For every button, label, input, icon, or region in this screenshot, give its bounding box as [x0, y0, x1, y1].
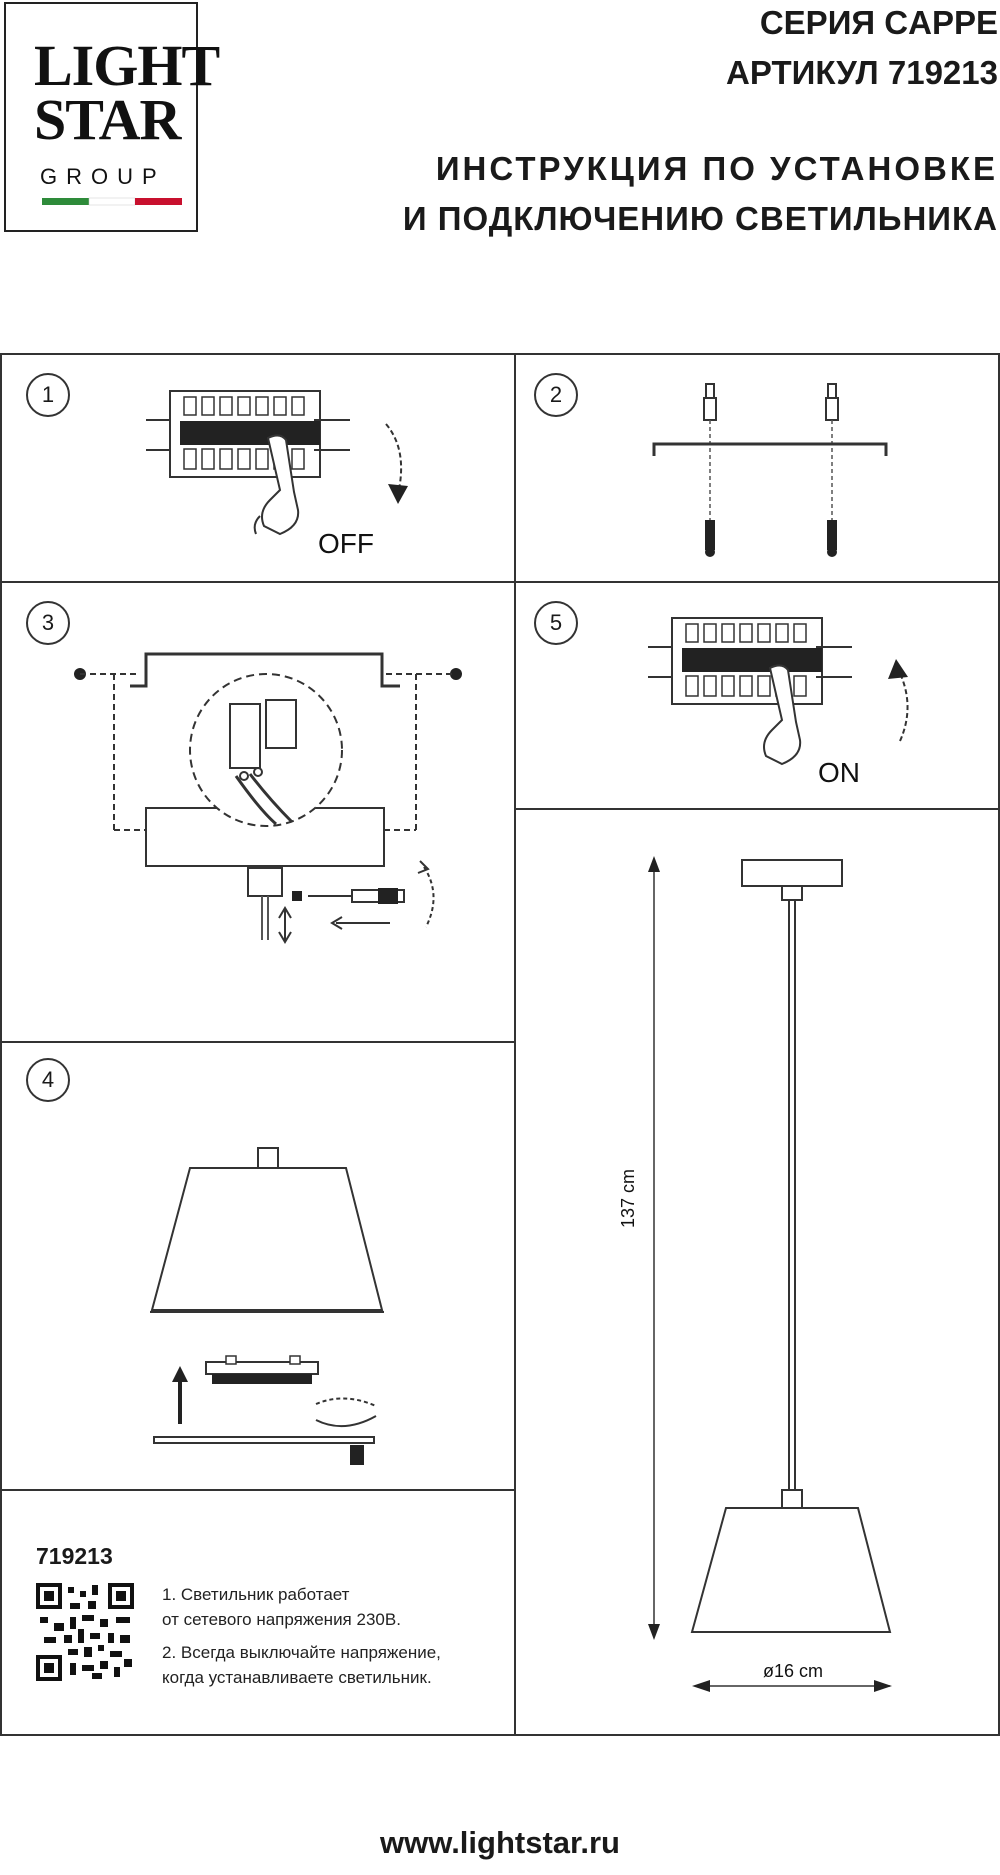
series-title: СЕРИЯ CAPPE [759, 4, 998, 41]
logo-word-light: LIGHT [34, 33, 220, 98]
wiring-diagram [74, 652, 462, 944]
on-label: ON [818, 757, 860, 788]
article-number: АРТИКУЛ 719213 [726, 54, 998, 91]
note-line-2: от сетевого напряжения 230В. [162, 1610, 401, 1629]
rotate-up-arrow-icon [888, 659, 909, 742]
lampshade-assembly-diagram [150, 1147, 384, 1428]
step-number-4: 4 [26, 1058, 70, 1102]
step-number-1: 1 [26, 373, 70, 417]
panel-dimensions [514, 808, 1000, 1736]
italian-flag-stripe [42, 197, 182, 206]
off-label: OFF [318, 528, 374, 559]
qr-code [36, 1583, 134, 1681]
height-dimension-label: 137 cm [618, 1168, 638, 1228]
step-number-2: 2 [534, 373, 578, 417]
note-line-1: 1. Светильник работает [162, 1585, 350, 1604]
diameter-dimension-label: ø16 cm [763, 1661, 824, 1681]
hand-pointer-on-icon [763, 664, 802, 766]
logo-word-star: STAR [34, 87, 181, 152]
instruction-title-line1: ИНСТРУКЦИЯ ПО УСТАНОВКЕ [435, 150, 998, 187]
website-link[interactable]: www.lightstar.ru [380, 1825, 620, 1860]
pendant-lamp-dimension-drawing [648, 856, 892, 1692]
step-number-3: 3 [26, 601, 70, 645]
mounting-bar-icon [153, 1436, 375, 1465]
step-number-5: 5 [534, 601, 578, 645]
brand-logo: LIGHT STAR GROUP [4, 2, 220, 232]
panel-notes [0, 1489, 516, 1736]
mounting-bracket-diagram [652, 383, 888, 557]
instruction-title-line2: И ПОДКЛЮЧЕНИЮ СВЕТИЛЬНИКА [402, 200, 998, 237]
screwdriver-icon [292, 860, 435, 930]
note-line-3: 2. Всегда выключайте напряжение, [162, 1643, 441, 1662]
note-line-4: когда устанавливаете светильник. [162, 1668, 432, 1687]
product-code: 719213 [36, 1543, 113, 1569]
hand-pointer-icon [253, 434, 300, 536]
circuit-breaker-on-icon [648, 617, 852, 705]
circuit-breaker-icon [146, 390, 350, 478]
rotate-down-arrow-icon [385, 423, 408, 504]
logo-word-group: GROUP [40, 164, 166, 189]
